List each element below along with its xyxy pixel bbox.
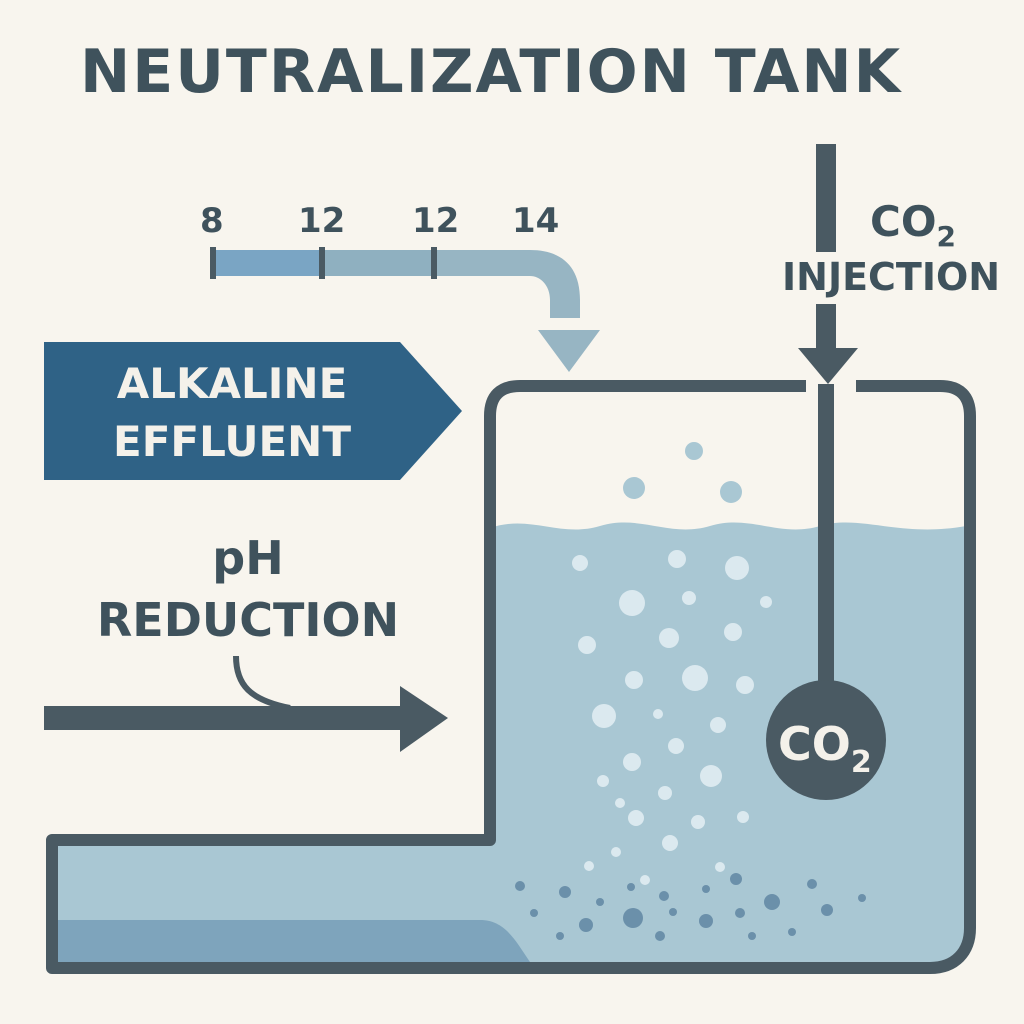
- ph-scale-segment-2: [322, 250, 434, 276]
- diagram-title: NEUTRALIZATION TANK: [80, 37, 903, 107]
- flow-arrow-head: [400, 686, 448, 752]
- bubble: [628, 810, 644, 826]
- sediment-layer: [52, 920, 530, 962]
- bubble: [700, 765, 722, 787]
- bubble: [596, 898, 604, 906]
- bubble: [623, 477, 645, 499]
- bubble: [627, 883, 635, 891]
- ph-reduction-label-line1: pH: [212, 531, 283, 585]
- bubble: [724, 623, 742, 641]
- bubble: [572, 555, 588, 571]
- ph-tick-label-1: 8: [200, 201, 224, 241]
- bubble: [710, 717, 726, 733]
- bubble: [619, 590, 645, 616]
- bubble: [764, 894, 780, 910]
- tank-outline: [46, 380, 976, 974]
- bubble: [515, 881, 525, 891]
- bubble: [655, 931, 665, 941]
- ph-scale-arrowhead: [538, 330, 600, 372]
- bubble: [556, 932, 564, 940]
- injection-formula: CO2: [870, 197, 956, 253]
- ph-reduction-label-line2: REDUCTION: [97, 593, 399, 647]
- bubble: [623, 908, 643, 928]
- bubble: [788, 928, 796, 936]
- bubble: [691, 815, 705, 829]
- bubble: [715, 862, 725, 872]
- bubble: [659, 628, 679, 648]
- bubble: [658, 786, 672, 800]
- injection-pipe-upper: [816, 144, 836, 252]
- bubble: [669, 908, 677, 916]
- ph-tick-label-2: 12: [298, 201, 345, 241]
- injection-pipe-middle: [816, 304, 836, 354]
- ph-reduction-indicator: pH REDUCTION: [44, 531, 448, 752]
- bubble: [748, 932, 756, 940]
- bubble: [653, 709, 663, 719]
- tank-walls: [46, 380, 976, 974]
- bubble: [659, 891, 669, 901]
- bubble: [530, 909, 538, 917]
- bubble: [685, 442, 703, 460]
- bubble: [737, 811, 749, 823]
- bubble: [702, 885, 710, 893]
- injection-pipe-lower: [818, 384, 834, 684]
- bubble: [615, 798, 625, 808]
- bubble: [760, 596, 772, 608]
- bubble: [625, 671, 643, 689]
- co2-injection-label: CO2 INJECTION: [782, 197, 1000, 299]
- co2-bubbles: [515, 442, 866, 941]
- alkaline-effluent-banner: ALKALINE EFFLUENT: [44, 342, 462, 480]
- flow-arrow-shaft: [44, 706, 414, 730]
- bubble: [736, 676, 754, 694]
- banner-label-line1: ALKALINE: [117, 359, 348, 408]
- bubble: [720, 481, 742, 503]
- ph-scale-divider-1: [210, 247, 216, 279]
- bubble: [592, 704, 616, 728]
- bubble: [559, 886, 571, 898]
- bubble: [579, 918, 593, 932]
- ph-scale-bend: [434, 250, 580, 318]
- bubble: [668, 738, 684, 754]
- bubble: [735, 908, 745, 918]
- bubble: [725, 556, 749, 580]
- ph-tick-label-4: 14: [512, 201, 559, 241]
- injection-label: INJECTION: [782, 255, 1000, 299]
- bubble: [858, 894, 866, 902]
- ph-scale: 8 12 12 14: [200, 201, 600, 372]
- bubble: [662, 835, 678, 851]
- bubble: [668, 550, 686, 568]
- bubble: [578, 636, 596, 654]
- bubble: [730, 873, 742, 885]
- bubble: [699, 914, 713, 928]
- bubble: [611, 847, 621, 857]
- bubble: [807, 879, 817, 889]
- bubble: [682, 665, 708, 691]
- co2-injection-pipe: CO2: [766, 144, 886, 800]
- bubble: [597, 775, 609, 787]
- bubble: [682, 591, 696, 605]
- bubble: [623, 753, 641, 771]
- diffuser-formula: CO2: [778, 717, 872, 780]
- injection-arrowhead: [798, 348, 858, 384]
- bubble: [640, 875, 650, 885]
- bubble: [821, 904, 833, 916]
- ph-reduction-connector: [233, 655, 291, 711]
- banner-label-line2: EFFLUENT: [113, 417, 351, 466]
- bubble: [584, 861, 594, 871]
- ph-scale-divider-2: [319, 247, 325, 279]
- ph-scale-divider-3: [431, 247, 437, 279]
- banner-arrow-shape: [44, 342, 462, 480]
- co2-diffuser-bulb: [766, 680, 886, 800]
- ph-tick-label-3: 12: [412, 201, 459, 241]
- ph-scale-segment-1: [212, 250, 322, 276]
